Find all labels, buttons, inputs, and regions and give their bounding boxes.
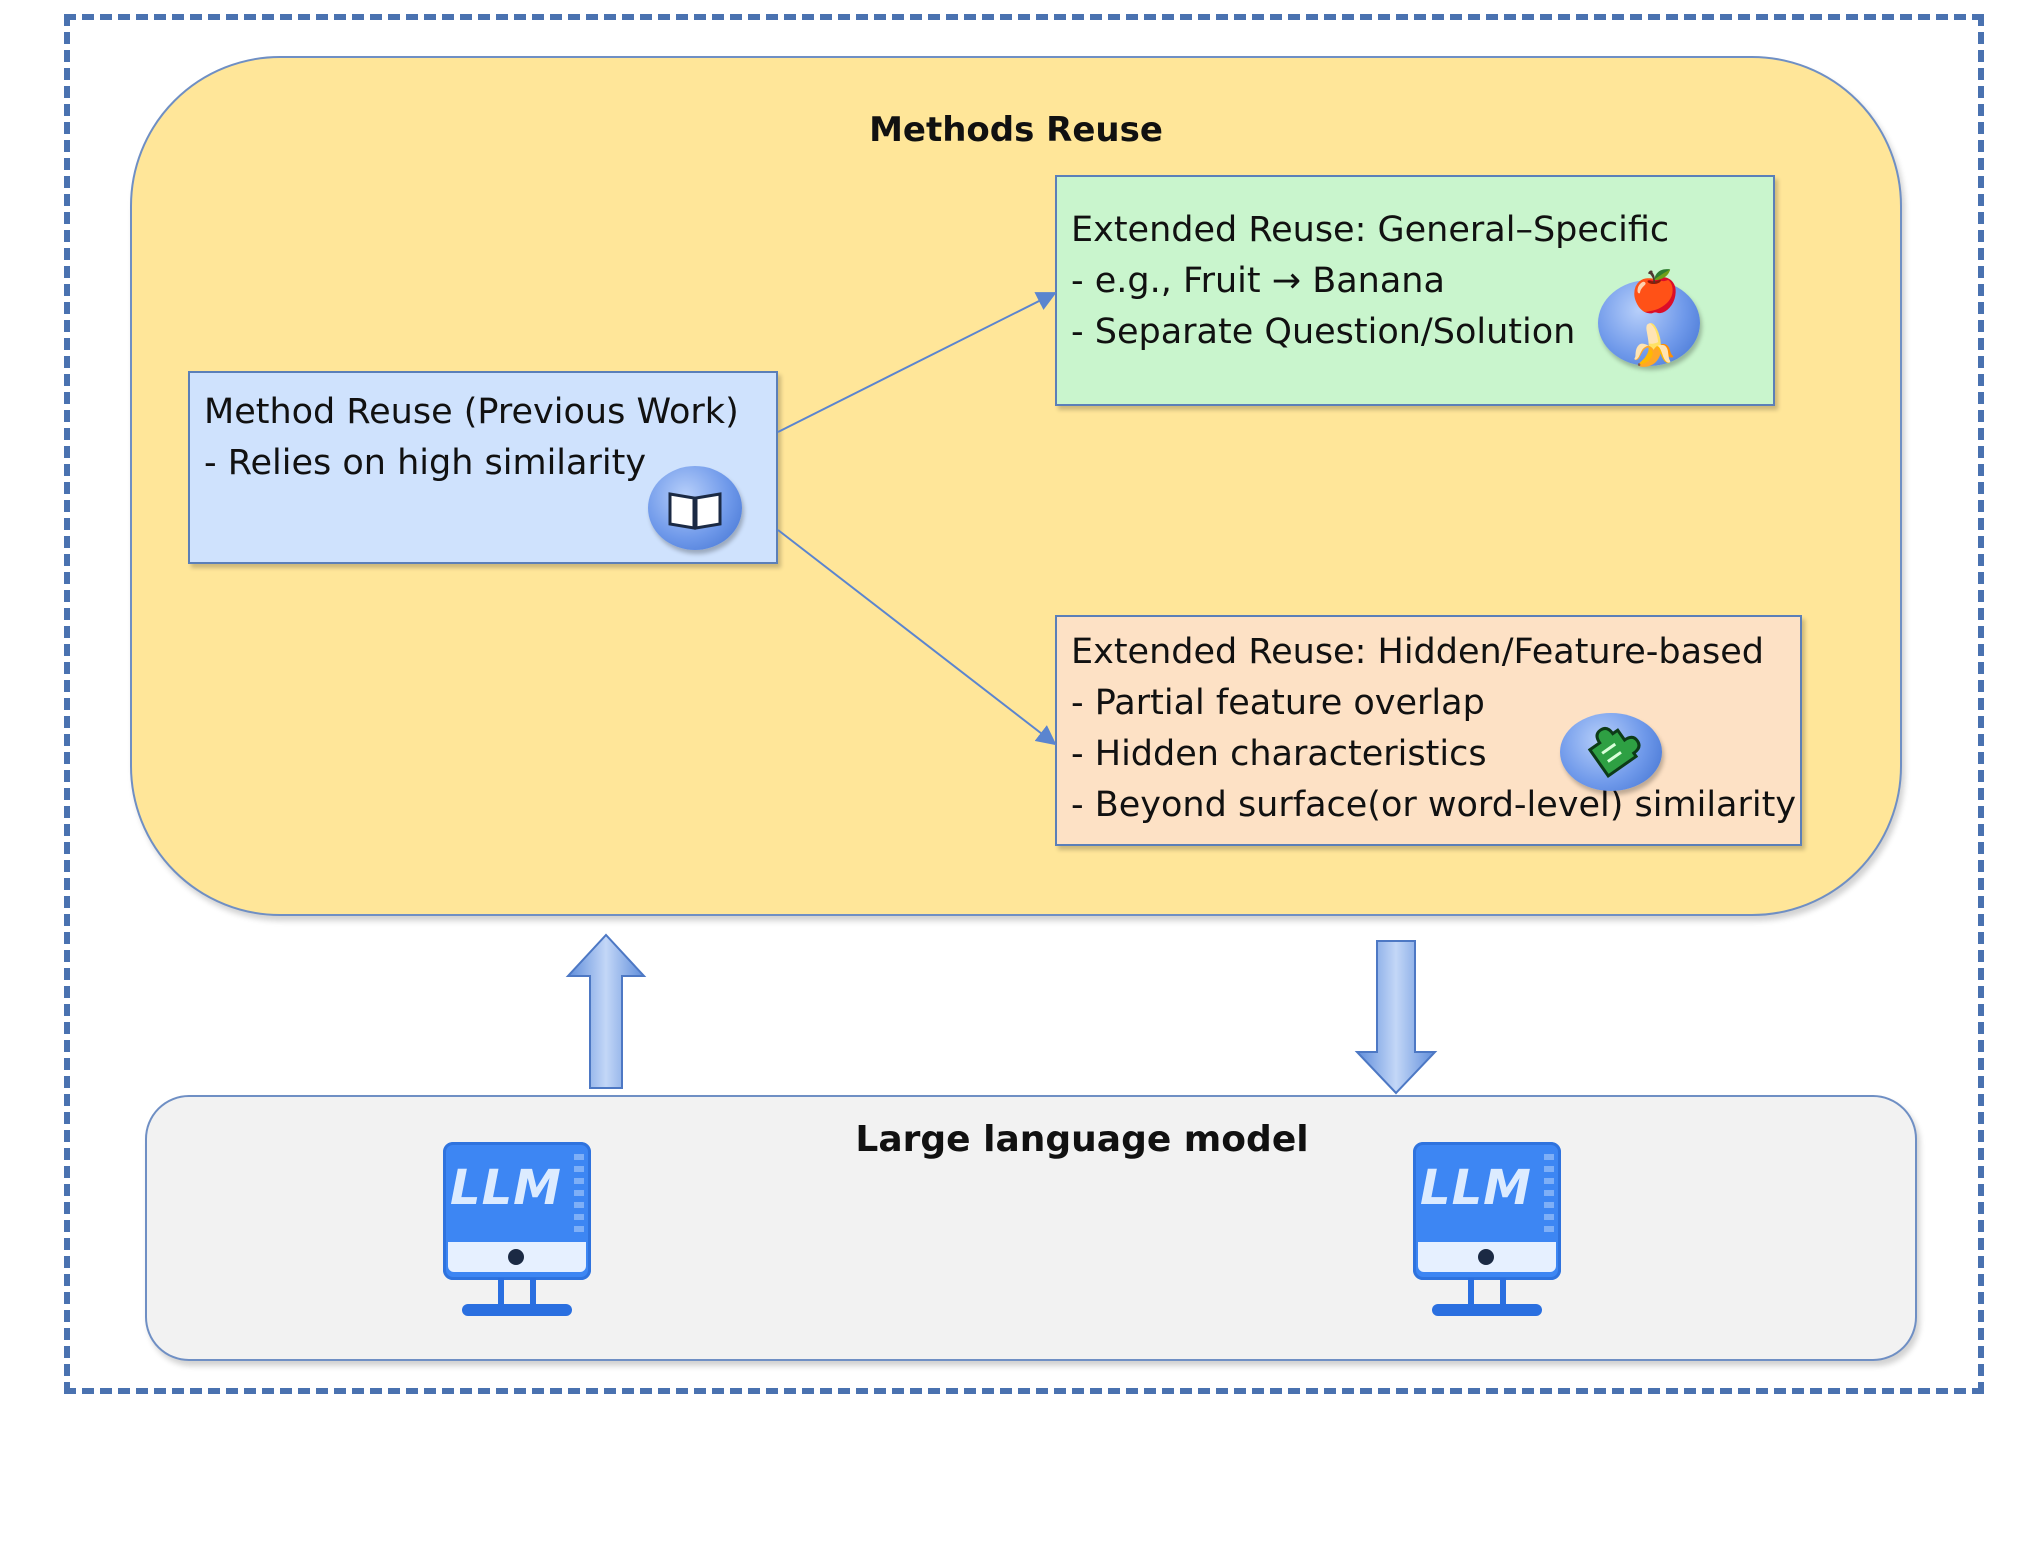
llm-panel: Large language model (145, 1095, 1917, 1361)
general-specific-heading: Extended Reuse: General–Specific (1071, 210, 1670, 250)
monitor-power-dot (1478, 1249, 1494, 1265)
llm-monitor-label-right: LLM (1420, 1160, 1532, 1216)
book-icon (648, 466, 742, 550)
llm-monitor-icon-right: LLM (1410, 1138, 1570, 1328)
monitor-base (1432, 1304, 1542, 1316)
puzzle-icon (1560, 713, 1662, 791)
hidden-feature-detail-1: - Partial feature overlap (1071, 683, 1485, 723)
outer-dashed-frame (64, 14, 1984, 1394)
method-reuse-detail: - Relies on high similarity (204, 443, 647, 483)
llm-panel-title: Large language model (855, 1119, 1309, 1160)
llm-monitor-icon-left: LLM (440, 1138, 600, 1328)
fruit-icon (1598, 280, 1700, 366)
monitor-base (462, 1304, 572, 1316)
monitor-stripe (1544, 1154, 1554, 1232)
banana-icon: 🍌 (1628, 323, 1678, 369)
hidden-feature-detail-2: - Hidden characteristics (1071, 734, 1487, 774)
apple-icon: 🍎 (1630, 269, 1680, 315)
monitor-neck (1468, 1278, 1506, 1304)
llm-monitor-label-left: LLM (450, 1160, 562, 1216)
method-reuse-heading: Method Reuse (Previous Work) (204, 392, 739, 432)
hidden-feature-detail-3: - Beyond surface(or word-level) similari… (1071, 785, 1797, 825)
general-specific-example: - e.g., Fruit → Banana (1071, 261, 1445, 301)
hidden-feature-box: Extended Reuse: Hidden/Feature-based - P… (1055, 615, 1802, 846)
monitor-power-dot (508, 1249, 524, 1265)
hidden-feature-heading: Extended Reuse: Hidden/Feature-based (1071, 632, 1765, 672)
general-specific-detail: - Separate Question/Solution (1071, 312, 1576, 352)
monitor-neck (498, 1278, 536, 1304)
monitor-stripe (574, 1154, 584, 1232)
methods-reuse-title: Methods Reuse (869, 110, 1163, 150)
